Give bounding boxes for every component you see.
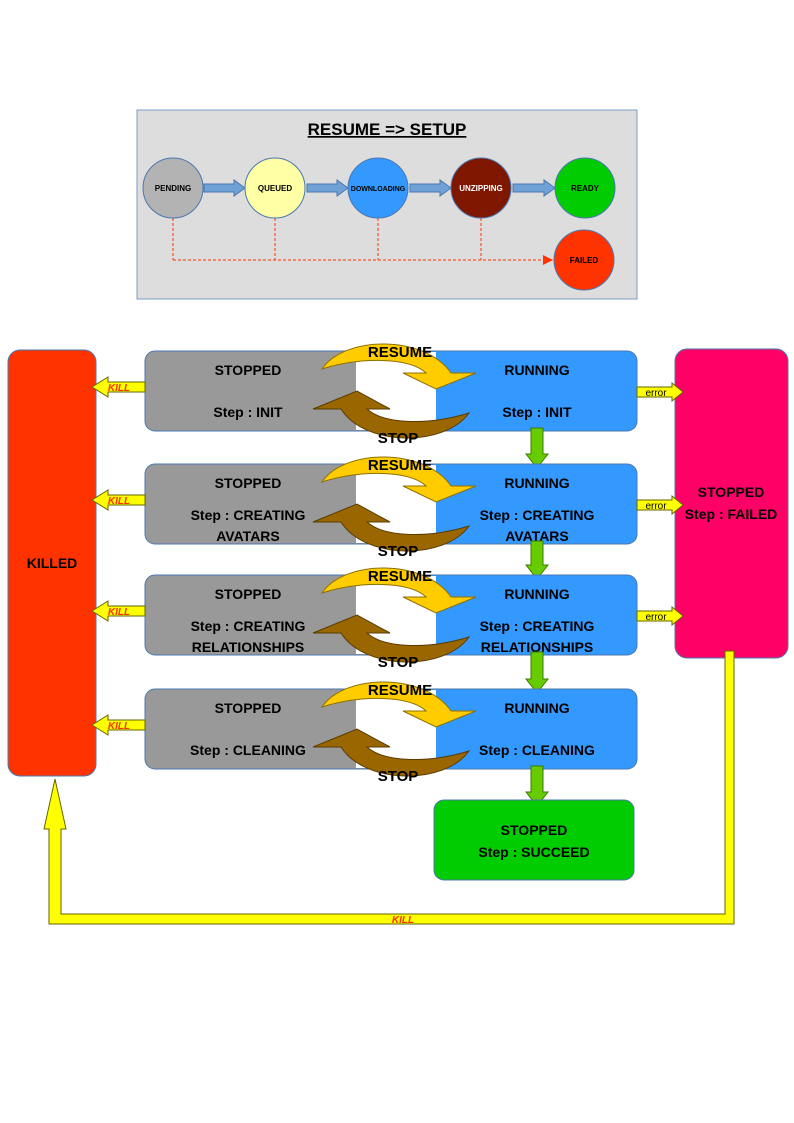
kill-arrow [91,489,146,511]
running-step: Step : CLEANING [479,742,595,758]
running-title: RUNNING [504,586,569,602]
running-step: AVATARS [505,528,569,544]
failed-state-line1: STOPPED [698,484,765,500]
kill-label: KILL [108,383,130,394]
stopped-step: RELATIONSHIPS [192,639,305,655]
resume-label: RESUME [368,568,432,585]
error-label: error [645,501,667,512]
running-step: Step : CREATING [480,618,595,634]
setup-node-downloading: DOWNLOADING [347,157,409,219]
setup-node-label: READY [571,184,600,193]
row-2: RESUME STOP STOPPED Step : CREATING AVATARS R… [91,456,684,580]
stop-arrow [312,728,471,777]
bottom-kill-label: KILL [392,915,414,926]
row-4: RESUME STOP STOPPED Step : CLEANING RUNNING S… [91,681,638,807]
setup-title: RESUME => SETUP [308,120,467,139]
stop-label: STOP [378,768,419,785]
kill-label: KILL [108,721,130,732]
running-title: RUNNING [504,700,569,716]
setup-node-failed: FAILED [553,229,615,291]
setup-node-label: DOWNLOADING [351,186,406,193]
succeed-line2: Step : SUCCEED [478,844,589,860]
setup-node-label: QUEUED [258,184,292,193]
failed-state-line2: Step : FAILED [685,506,778,522]
next-step-arrow [524,651,550,694]
resume-label: RESUME [368,344,432,361]
kill-arrow [91,714,146,736]
row-3: RESUME STOP STOPPED Step : CREATING RELATION… [91,567,684,694]
setup-node-label: PENDING [155,184,191,193]
succeed-line1: STOPPED [501,822,568,838]
resume-label: RESUME [368,457,432,474]
setup-flow-arrows [203,179,556,197]
stopped-title: STOPPED [215,475,282,491]
error-arrow [636,605,684,627]
row-1: RESUME STOP STOPPED Step : INIT RUNNING Step … [91,343,684,469]
stopped-title: STOPPED [215,586,282,602]
killed-label: KILLED [27,555,78,571]
kill-arrow [91,376,146,398]
setup-failure-lines [172,218,553,265]
setup-panel: RESUME => SETUP PENDING QUEUED DOWNLOADING… [136,109,638,300]
setup-node-queued: QUEUED [244,157,306,219]
resume-arrow [320,567,477,614]
stopped-step: Step : INIT [213,404,283,420]
stop-label: STOP [378,654,419,671]
error-arrow [636,494,684,516]
next-step-arrow [524,765,550,807]
setup-node-unzipping: UNZIPPING [450,157,512,219]
resume-arrow [320,456,477,503]
setup-failed-label: FAILED [570,256,599,265]
bottom-kill-loop: KILL [43,650,735,926]
setup-node-label: UNZIPPING [459,184,503,193]
resume-label: RESUME [368,682,432,699]
kill-label: KILL [108,496,130,507]
setup-node-ready: READY [554,157,616,219]
error-arrow [636,381,684,403]
stopped-step: AVATARS [216,528,280,544]
next-step-arrow [524,427,550,469]
stop-arrow [312,390,471,439]
stop-arrow [312,503,471,552]
setup-node-pending: PENDING [142,157,204,219]
stop-arrow [312,614,471,663]
resume-arrow [320,343,477,390]
stop-label: STOP [378,430,419,447]
running-step: Step : CREATING [480,507,595,523]
running-title: RUNNING [504,362,569,378]
running-step: RELATIONSHIPS [481,639,594,655]
failed-state: STOPPED Step : FAILED [674,348,789,659]
running-step: Step : INIT [502,404,572,420]
stopped-step: Step : CREATING [191,618,306,634]
killed-state: KILLED [7,349,97,777]
succeed-state: STOPPED Step : SUCCEED [433,799,635,881]
kill-arrow [91,600,146,622]
kill-label: KILL [108,607,130,618]
stop-label: STOP [378,543,419,560]
error-label: error [645,612,667,623]
stopped-title: STOPPED [215,700,282,716]
running-title: RUNNING [504,475,569,491]
resume-arrow [320,681,477,728]
stopped-title: STOPPED [215,362,282,378]
stopped-step: Step : CREATING [191,507,306,523]
error-label: error [645,388,667,399]
next-step-arrow [524,540,550,580]
stopped-step: Step : CLEANING [190,742,306,758]
